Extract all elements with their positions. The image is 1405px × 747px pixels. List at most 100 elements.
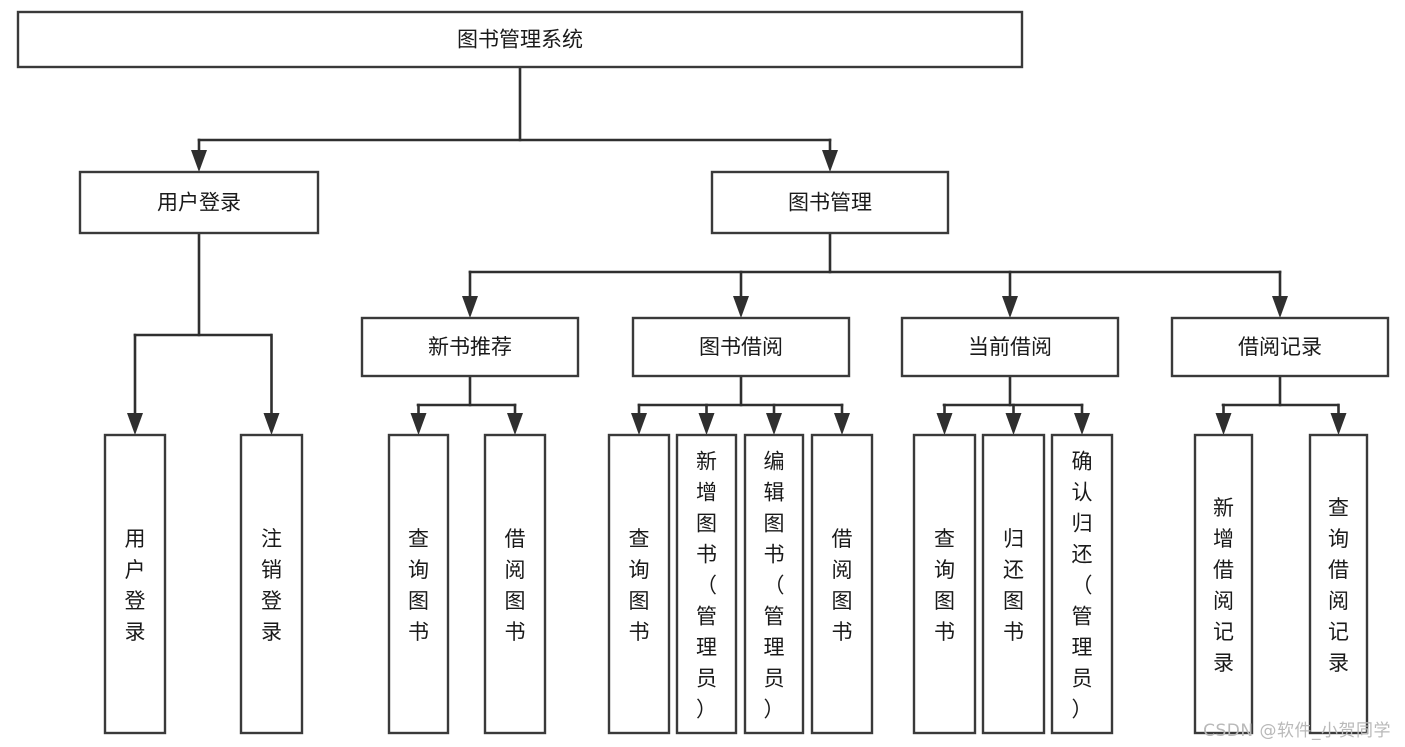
arrow-to-leaf-5 xyxy=(698,403,715,435)
leaf-node-7-box[interactable] xyxy=(810,433,874,735)
level2-node-2-label: 当前借阅 xyxy=(968,335,1052,359)
arrow-to-level2-2 xyxy=(1002,270,1018,318)
leaf-node-8-label: 查询图书 xyxy=(934,527,955,644)
leaf-node-10-label: 确认归还（管理员） xyxy=(1072,450,1093,722)
root-node-book-management-system-box[interactable] xyxy=(16,10,1024,69)
leaf-node-2-box[interactable] xyxy=(387,433,450,735)
arrow-head xyxy=(1074,413,1090,435)
arrow-head xyxy=(1005,413,1022,435)
leaf-node-4-label: 查询图书 xyxy=(629,527,650,644)
arrow-head xyxy=(822,150,838,172)
leaf-node-5[interactable]: 新增图书（管理员） xyxy=(675,433,738,735)
arrow-head xyxy=(507,413,523,435)
arrow-to-leaf-12 xyxy=(1330,403,1347,435)
arrow-to-level2-1 xyxy=(733,270,749,318)
arrow-head xyxy=(631,413,647,435)
arrow-to-level2-3 xyxy=(1272,270,1288,318)
arrow-to-level1-0 xyxy=(191,138,207,172)
nodes-layer: 图书管理系统用户登录图书管理新书推荐图书借阅当前借阅借阅记录用户登录注销登录查询… xyxy=(16,10,1390,735)
arrow-head xyxy=(1272,296,1288,318)
level2-node-1-box[interactable] xyxy=(631,316,851,378)
leaf-node-8[interactable]: 查询图书 xyxy=(912,433,977,735)
arrow-head xyxy=(1330,413,1347,435)
level2-node-3[interactable]: 借阅记录 xyxy=(1170,316,1390,378)
level2-node-0[interactable]: 新书推荐 xyxy=(360,316,580,378)
leaf-node-8-box[interactable] xyxy=(912,433,977,735)
level1-node-0-label: 用户登录 xyxy=(157,191,241,215)
connector-root-to-level1 xyxy=(197,65,832,142)
arrow-to-leaf-9 xyxy=(1005,403,1022,435)
arrow-head xyxy=(698,413,715,435)
level2-node-1-label: 图书借阅 xyxy=(699,335,783,359)
arrow-head xyxy=(127,413,143,435)
arrow-head xyxy=(410,413,427,435)
leaf-node-1-box[interactable] xyxy=(239,433,304,735)
root-node-book-management-system-label: 图书管理系统 xyxy=(457,28,583,52)
arrow-to-leaf-6 xyxy=(766,403,782,435)
level2-node-1[interactable]: 图书借阅 xyxy=(631,316,851,378)
leaf-node-0-label: 用户登录 xyxy=(125,527,146,644)
leaf-node-12-box[interactable] xyxy=(1308,433,1369,735)
leaf-node-9-box[interactable] xyxy=(981,433,1046,735)
root-node-book-management-system[interactable]: 图书管理系统 xyxy=(16,10,1024,69)
leaf-node-5-box[interactable] xyxy=(675,433,738,735)
level1-node-1-label: 图书管理 xyxy=(788,191,872,215)
arrow-to-leaf-2 xyxy=(410,403,427,435)
arrow-head xyxy=(1215,413,1232,435)
leaf-node-9[interactable]: 归还图书 xyxy=(981,433,1046,735)
arrow-head xyxy=(766,413,782,435)
connector-record-to-leaves xyxy=(1221,374,1340,407)
leaf-node-1[interactable]: 注销登录 xyxy=(239,433,304,735)
leaf-node-10-box[interactable] xyxy=(1050,433,1114,735)
level1-node-1[interactable]: 图书管理 xyxy=(710,170,950,235)
arrow-head xyxy=(191,150,207,172)
leaf-node-6-box[interactable] xyxy=(743,433,805,735)
arrow-to-leaf-3 xyxy=(507,403,523,435)
arrow-head xyxy=(263,413,280,435)
leaf-node-2-label: 查询图书 xyxy=(408,527,429,644)
leaf-node-7-label: 借阅图书 xyxy=(832,527,853,644)
leaf-node-3-label: 借阅图书 xyxy=(505,527,526,644)
csdn-watermark: CSDN @软件_小贺同学 xyxy=(1203,721,1391,741)
leaf-node-0[interactable]: 用户登录 xyxy=(103,433,167,735)
leaf-node-10[interactable]: 确认归还（管理员） xyxy=(1050,433,1114,735)
leaf-node-12-label: 查询借阅记录 xyxy=(1328,496,1349,675)
connectors-layer xyxy=(127,65,1347,435)
level2-node-3-label: 借阅记录 xyxy=(1238,335,1322,359)
leaf-node-11-box[interactable] xyxy=(1193,433,1254,735)
leaf-node-3-box[interactable] xyxy=(483,433,547,735)
level1-node-1-box[interactable] xyxy=(710,170,950,235)
level1-node-0-box[interactable] xyxy=(78,170,320,235)
leaf-node-0-box[interactable] xyxy=(103,433,167,735)
arrow-to-leaf-0 xyxy=(127,333,143,435)
arrow-to-level1-1 xyxy=(822,138,838,172)
leaf-node-11-label: 新增借阅记录 xyxy=(1213,496,1234,675)
leaf-node-2[interactable]: 查询图书 xyxy=(387,433,450,735)
level2-node-0-box[interactable] xyxy=(360,316,580,378)
leaf-node-3[interactable]: 借阅图书 xyxy=(483,433,547,735)
leaf-node-11[interactable]: 新增借阅记录 xyxy=(1193,433,1254,735)
arrow-to-leaf-8 xyxy=(936,403,953,435)
level1-node-0[interactable]: 用户登录 xyxy=(78,170,320,235)
leaf-node-6-label: 编辑图书（管理员） xyxy=(764,450,785,722)
leaf-node-1-label: 注销登录 xyxy=(261,527,282,644)
leaf-node-4[interactable]: 查询图书 xyxy=(607,433,671,735)
leaf-node-7[interactable]: 借阅图书 xyxy=(810,433,874,735)
leaf-node-5-label: 新增图书（管理员） xyxy=(696,450,717,722)
level2-node-3-box[interactable] xyxy=(1170,316,1390,378)
leaf-node-12[interactable]: 查询借阅记录 xyxy=(1308,433,1369,735)
leaf-node-4-box[interactable] xyxy=(607,433,671,735)
arrow-to-leaf-4 xyxy=(631,403,647,435)
level2-node-2-box[interactable] xyxy=(900,316,1120,378)
leaf-node-6[interactable]: 编辑图书（管理员） xyxy=(743,433,805,735)
connector-userlogin-to-leaves xyxy=(133,231,273,337)
connector-newbook-to-leaves xyxy=(416,374,517,407)
level2-node-2[interactable]: 当前借阅 xyxy=(900,316,1120,378)
connector-bookmgmt-to-level2 xyxy=(468,231,1282,274)
arrow-head xyxy=(936,413,953,435)
arrow-head xyxy=(834,413,850,435)
arrow-to-leaf-10 xyxy=(1074,403,1090,435)
arrow-to-leaf-1 xyxy=(263,333,280,435)
